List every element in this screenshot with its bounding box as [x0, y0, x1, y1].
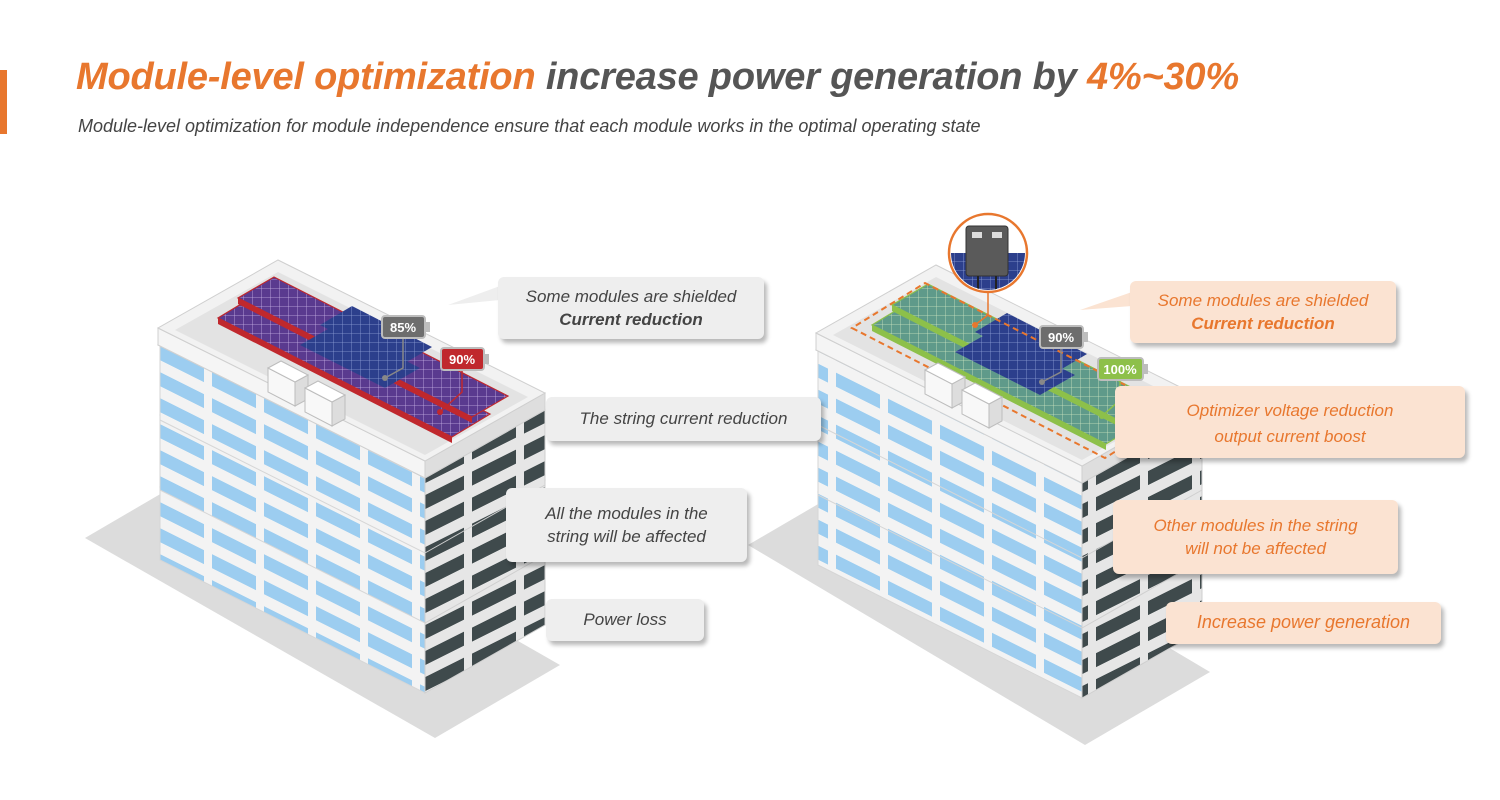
left-badge-90-label: 90% — [449, 352, 475, 367]
right-callout-optimizer: Optimizer voltage reduction output curre… — [1115, 386, 1465, 458]
page-title: Module-level optimization increase power… — [76, 56, 1239, 99]
title-middle: increase power generation by — [535, 56, 1087, 98]
right-optimizer-line2: output current boost — [1214, 427, 1366, 446]
right-callout-not-affected: Other modules in the string will not be … — [1113, 500, 1398, 574]
left-battery-badge-85: 85% — [381, 315, 430, 339]
right-shielded-line1: Some modules are shielded — [1157, 291, 1369, 310]
right-inverters — [923, 362, 1004, 429]
right-badge-90-label: 90% — [1048, 330, 1074, 345]
left-shielded-line2: Current reduction — [559, 310, 703, 329]
left-badge-85-label: 85% — [390, 320, 416, 335]
right-optimizer-line1: Optimizer voltage reduction — [1186, 401, 1394, 420]
right-not-affected-line1: Other modules in the string — [1153, 516, 1358, 535]
left-callout-modules-affected: All the modules in the string will be af… — [506, 488, 747, 562]
left-string-reduction-text: The string current reduction — [579, 409, 788, 428]
left-battery-badge-90: 90% — [440, 347, 489, 371]
optimizer-device-icon — [947, 212, 1029, 294]
page-subtitle: Module-level optimization for module ind… — [78, 116, 981, 136]
title-percent: 4%~30% — [1086, 56, 1239, 98]
right-callout-increase: Increase power generation — [1166, 602, 1441, 644]
left-power-loss-text: Power loss — [583, 610, 667, 629]
left-affected-line1: All the modules in the — [545, 504, 708, 523]
right-increase-text: Increase power generation — [1196, 612, 1411, 632]
right-battery-badge-90: 90% — [1039, 325, 1088, 349]
accent-bar — [0, 70, 7, 134]
left-shielded-line1: Some modules are shielded — [525, 287, 737, 306]
left-affected-line2: string will be affected — [547, 527, 706, 546]
right-callout-shielded: Some modules are shielded Current reduct… — [1130, 281, 1396, 343]
left-building — [85, 259, 560, 738]
right-badge-100-label: 100% — [1103, 362, 1137, 377]
left-callout-power-loss: Power loss — [546, 599, 704, 641]
left-callout-string-reduction: The string current reduction — [546, 397, 821, 441]
title-highlight: Module-level optimization — [76, 56, 536, 98]
left-callout-shielded: Some modules are shielded Current reduct… — [498, 277, 764, 339]
right-battery-badge-100: 100% — [1097, 357, 1148, 381]
right-shielded-line2: Current reduction — [1191, 314, 1335, 333]
left-solar-array — [216, 276, 510, 443]
right-solar-array — [870, 283, 1164, 450]
right-not-affected-line2: will not be affected — [1185, 539, 1326, 558]
left-inverters — [266, 360, 347, 427]
